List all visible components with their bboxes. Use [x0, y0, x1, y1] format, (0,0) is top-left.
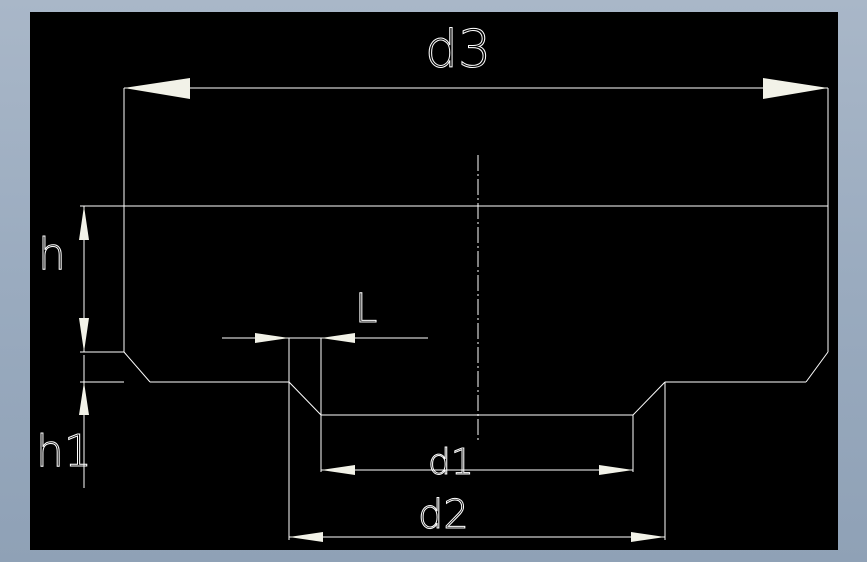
h1-arrow [79, 382, 89, 415]
label-h1: h1 [36, 426, 92, 477]
part-outline [123, 88, 829, 416]
dimension-d2 [289, 382, 666, 542]
L-right-arrow [321, 333, 355, 343]
dimension-h1 [79, 355, 124, 488]
right-boss-chamfer [632, 381, 666, 416]
L-left-arrow [255, 333, 289, 343]
h-top-arrow [79, 206, 89, 240]
right-chamfer [805, 351, 829, 383]
d1-right-arrow [599, 465, 633, 475]
dimension-d3 [124, 78, 828, 99]
label-L: L [355, 286, 377, 332]
dimension-h [79, 205, 124, 353]
d2-left-arrow [289, 532, 323, 542]
d3-left-arrow [124, 78, 190, 99]
h-bottom-arrow [79, 318, 89, 352]
d1-left-arrow [321, 465, 355, 475]
label-h: h [38, 229, 66, 280]
label-d3: d3 [425, 20, 491, 80]
label-d1: d1 [428, 442, 474, 483]
dimension-L [222, 333, 428, 540]
dimension-d1 [321, 415, 634, 475]
cad-drawing-canvas [30, 12, 838, 550]
d3-right-arrow [763, 78, 828, 99]
left-boss-chamfer [288, 381, 322, 416]
d2-right-arrow [631, 532, 665, 542]
label-d2: d2 [418, 492, 469, 538]
left-chamfer [123, 351, 151, 383]
